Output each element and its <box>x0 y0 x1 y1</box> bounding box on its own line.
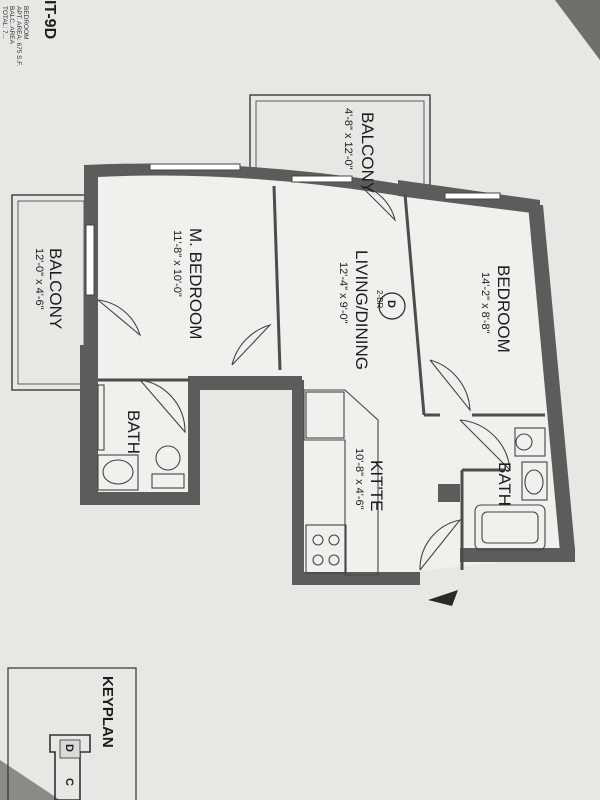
room-name: KIT'TE <box>367 460 386 511</box>
room-dimensions: 12'-4" x 9'-0" <box>337 262 349 324</box>
badge-letter: D <box>385 300 397 308</box>
bath-right-fixtures <box>438 427 548 551</box>
room-name: LIVING/DINING <box>352 250 371 370</box>
room-balcony-left: BALCONY 12'-0" x 4'-6" <box>33 248 65 329</box>
note-line: APT. AREA: 675 S.F. <box>15 6 22 67</box>
room-name: M. BEDROOM <box>186 228 205 339</box>
unit-type-badge <box>378 292 406 320</box>
keyplan-unit-d <box>59 739 81 759</box>
room-kitchenette: KIT'TE 10'-8" x 4'-6" <box>353 448 386 511</box>
room-name: BATH <box>495 462 514 506</box>
keyplan-unit-label: C <box>63 778 75 786</box>
interior-walls <box>98 185 545 570</box>
bath-left-fixtures <box>97 384 185 491</box>
keyplan-title: KEYPLAN <box>99 676 116 748</box>
room-dimensions: 12'-0" x 4'-6" <box>33 248 45 310</box>
unit-notes: BEDROOM APT. AREA: 675 S.F. BALC. AREA T… <box>1 6 29 67</box>
keyplan-unit-label: D <box>63 744 75 752</box>
entry-arrow-icon <box>428 590 458 606</box>
room-living-dining: D 2-BR LIVING/DINING 12'-4" x 9'-0" <box>337 250 406 370</box>
room-master-bedroom: M. BEDROOM 11'-8" x 10'-0" <box>171 228 205 339</box>
note-line: BEDROOM <box>22 6 29 40</box>
room-bath-left: BATH <box>124 410 143 454</box>
room-dimensions: 11'-8" x 10'-0" <box>171 230 183 297</box>
page-shadow <box>555 0 600 60</box>
room-dimensions: 14'-2" x 8'-8" <box>479 272 491 334</box>
unit-label: IT-9D <box>41 0 58 39</box>
room-dimensions: 10'-8" x 4'-6" <box>353 448 365 510</box>
room-name: BALCONY <box>358 112 377 193</box>
room-dimensions: 4'-8" x 12'-0" <box>342 108 354 170</box>
room-bedroom: BEDROOM 14'-2" x 8'-8" <box>479 265 513 353</box>
room-name: BEDROOM <box>494 265 513 353</box>
keyplan-outline <box>49 734 91 800</box>
room-name: BALCONY <box>46 248 65 329</box>
unit-floor <box>82 165 560 585</box>
room-name: BATH <box>124 410 143 454</box>
door-swings <box>97 184 511 571</box>
note-line: TOTAL: 7... <box>1 6 8 39</box>
keyplan: KEYPLAN D C <box>7 667 137 800</box>
badge-type: 2-BR <box>375 290 384 308</box>
room-balcony-top: BALCONY 4'-8" x 12'-0" <box>342 108 377 193</box>
kitchenette-fixtures <box>303 389 379 576</box>
note-line: BALC. AREA <box>8 6 15 45</box>
room-bath-right: BATH <box>495 462 514 506</box>
